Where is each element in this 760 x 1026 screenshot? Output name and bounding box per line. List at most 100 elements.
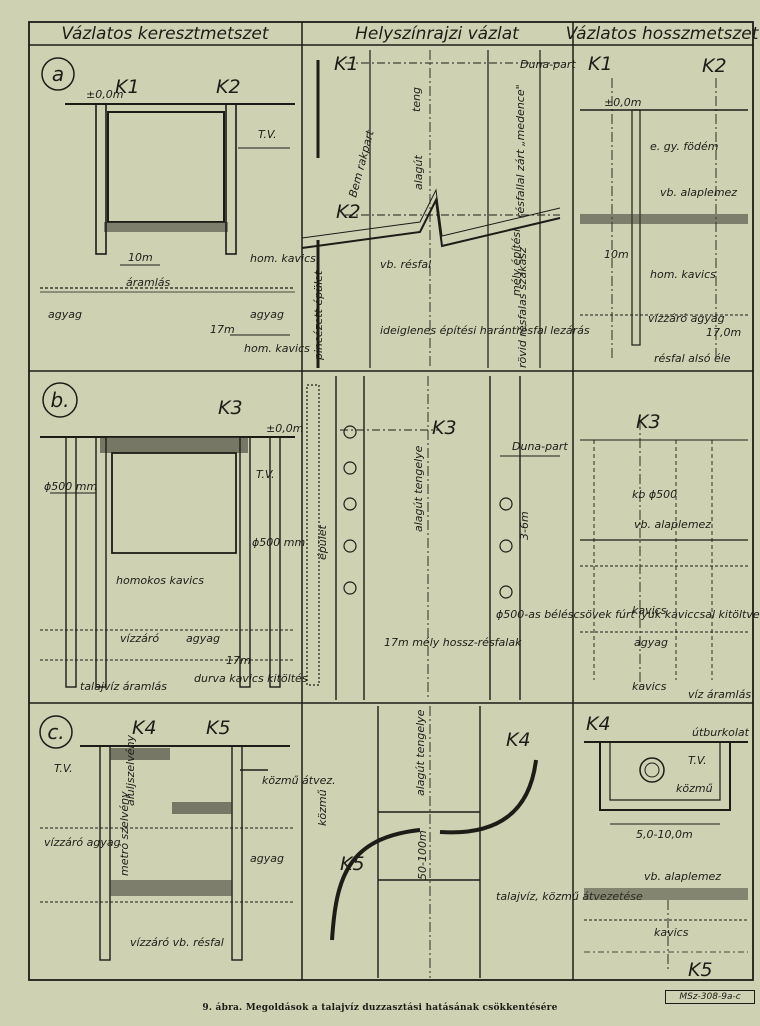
long-b-diameter: kb ϕ500 xyxy=(632,488,677,501)
long-section-a xyxy=(580,78,748,360)
site-b-k3: K3 xyxy=(432,417,457,439)
site-c-k4: K4 xyxy=(506,729,531,751)
cross-c-wall: vízzáró vb. résfal xyxy=(130,936,224,949)
long-section-c xyxy=(584,741,748,972)
standard-code-stamp: MSz-308-9a-c xyxy=(665,990,755,1004)
long-c-gravel: kavics xyxy=(654,926,689,939)
site-a-axis: teng xyxy=(410,87,423,112)
cross-b-clay: agyag xyxy=(186,632,220,645)
cross-c-clay: agyag xyxy=(250,852,284,865)
cross-a-k2: K2 xyxy=(216,76,241,98)
cross-a-10m: 10m xyxy=(128,251,153,264)
long-b-clay: agyag xyxy=(634,636,668,649)
long-c-pavement: útburkolat xyxy=(692,726,750,739)
long-a-wall-bottom: résfal alsó éle xyxy=(654,352,731,365)
long-c-base-slab: vb. alaplemez xyxy=(644,870,721,883)
cross-c-underpass: aluljszelvény xyxy=(124,735,137,806)
long-b-k3: K3 xyxy=(636,411,661,433)
long-b-water-flow: víz áramlás xyxy=(688,688,751,701)
long-a-slab: e. gy. födém xyxy=(650,140,718,153)
cross-a-k1: K1 xyxy=(115,76,140,98)
figure-caption: 9. ábra. Megoldások a talajvíz duzzasztá… xyxy=(202,1003,558,1013)
cross-b-tv: T.V. xyxy=(256,468,275,481)
site-b-casing-pipes: ϕ500-as béléscsövek fúrt lyuk kaviccsal … xyxy=(496,608,760,621)
site-a-short-section: rövid résfalas szakasz xyxy=(516,247,529,368)
site-a-danube: Duna-part xyxy=(520,58,576,71)
section-letter-b: b. xyxy=(50,388,69,412)
long-a-clay: vízzáró agyag xyxy=(648,312,725,325)
site-plan-b xyxy=(306,376,560,700)
site-b-spacing: 3-6m xyxy=(518,511,531,540)
cross-c-utility: közmű átvez. xyxy=(262,774,336,787)
site-c-utility: közmű xyxy=(316,789,329,826)
long-b-gravel: kavics xyxy=(632,604,667,617)
site-b-building: épület xyxy=(316,524,329,560)
cross-a-level: ±0,0m xyxy=(86,88,123,101)
long-a-17m: 17,0m xyxy=(706,326,741,339)
row-b: b. K3 ±0,0m T.V. ϕ500 mm ϕ500 mm homokos… xyxy=(40,376,760,701)
long-a-base-slab: vb. alaplemez xyxy=(660,186,737,199)
long-c-utility: közmű xyxy=(676,782,713,795)
header-long-section: Vázlatos hosszmetszet xyxy=(566,24,760,44)
site-plan-c xyxy=(330,706,538,978)
site-b-danube: Duna-part xyxy=(512,440,568,453)
cross-section-b xyxy=(40,436,295,688)
site-a-k1: K1 xyxy=(334,53,359,75)
header-cross-section: Vázlatos keresztmetszet xyxy=(61,24,269,44)
cross-c-metro: metró szelvény xyxy=(118,791,131,876)
cross-b-coarse-gravel: durva kavics kitöltés xyxy=(194,672,308,685)
cross-a-clay-left: agyag xyxy=(48,308,82,321)
long-c-width: 5,0-10,0m xyxy=(636,828,693,841)
long-b-base-slab: vb. alaplemez xyxy=(634,518,711,531)
cross-c-k4: K4 xyxy=(132,717,157,739)
long-a-k2: K2 xyxy=(702,55,727,77)
cross-b-k3: K3 xyxy=(218,397,243,419)
long-a-k1: K1 xyxy=(588,53,613,75)
site-a-bem-rakpart: Bem rakpart xyxy=(346,128,377,198)
cross-section-c xyxy=(40,745,295,961)
long-c-tv: T.V. xyxy=(688,754,707,767)
site-a-tunnel: alagút xyxy=(412,155,425,190)
site-a-k2: K2 xyxy=(336,201,361,223)
cross-c-watertight-clay: vízzáró agyag xyxy=(44,836,121,849)
cross-a-clay-right: agyag xyxy=(250,308,284,321)
long-a-gravel: hom. kavics xyxy=(650,268,716,281)
cross-b-level: ±0,0m xyxy=(266,422,303,435)
cross-a-gravel-1: hom. kavics xyxy=(250,252,316,265)
row-c: c. K4 K5 T.V. aluljszelvény metró szelvé… xyxy=(39,706,750,981)
table-grid xyxy=(28,21,754,981)
long-b-gravel-2: kavics xyxy=(632,680,667,693)
row-a: a K1 K2 ±0,0m T.V. 10m áramlás hom. kavi… xyxy=(40,50,748,368)
site-b-tunnel-axis: alagút tengelye xyxy=(412,445,425,532)
cross-b-sandy-gravel: homokos kavics xyxy=(116,574,204,587)
long-c-k4: K4 xyxy=(586,713,611,735)
site-plan-a xyxy=(301,50,561,368)
cross-section-a xyxy=(40,103,295,336)
long-c-k5: K5 xyxy=(688,959,713,981)
site-a-basin: résfallal zárt „medence" xyxy=(514,84,527,218)
site-c-k5: K5 xyxy=(340,853,365,875)
site-a-building: pincézett épület xyxy=(312,270,325,361)
section-marker-a xyxy=(41,57,75,91)
long-a-10m: 10m xyxy=(604,248,629,261)
site-a-temp-wall: ideiglenes építési harántrésfal lezárás xyxy=(380,324,590,337)
cross-b-diameter-right: ϕ500 mm xyxy=(252,536,305,549)
long-a-level: ±0,0m xyxy=(604,96,641,109)
site-a-deep-construction: mély építési xyxy=(510,229,523,296)
section-marker-b xyxy=(42,382,78,418)
cross-b-watertight: vízzáró xyxy=(120,632,159,645)
cross-c-tv: T.V. xyxy=(54,762,73,775)
long-section-b xyxy=(580,420,748,690)
cross-a-gravel-2: hom. kavics xyxy=(244,342,310,355)
cross-b-17m: 17m xyxy=(226,654,251,667)
section-marker-c xyxy=(39,715,73,749)
cross-a-tv: T.V. xyxy=(258,128,277,141)
cross-c-k5: K5 xyxy=(206,717,231,739)
header-site-plan: Helyszínrajzi vázlat xyxy=(355,24,520,44)
cross-b-groundwater-flow: talajvíz áramlás xyxy=(80,680,167,693)
site-a-diaphragm-wall: vb. résfal xyxy=(380,258,431,271)
site-b-long-walls: 17m mély hossz-résfalak xyxy=(384,636,522,649)
cross-a-17m: 17m xyxy=(210,323,235,336)
cross-b-diameter-left: ϕ500 mm xyxy=(44,480,97,493)
